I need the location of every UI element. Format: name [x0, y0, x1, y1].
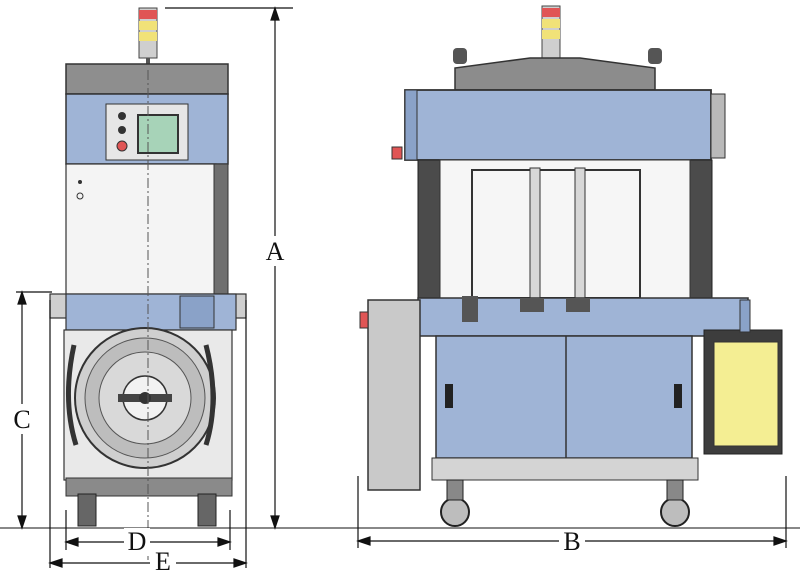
touchscreen-display [137, 114, 179, 154]
control-panel [105, 103, 189, 161]
dimension-label-e: E [155, 547, 171, 573]
signal-tower-icon [138, 7, 158, 66]
dimension-label-a: A [266, 237, 285, 266]
signal-tower-icon [541, 5, 561, 59]
strap-coil [74, 327, 216, 469]
upper-housing [404, 89, 712, 161]
coil-dispenser [703, 299, 783, 455]
caster-wheel-icon [440, 479, 690, 527]
dimension-label-b: B [563, 527, 580, 556]
lower-cabinet [435, 335, 693, 459]
dimension-lines [0, 6, 800, 568]
dimension-label-d: D [128, 527, 147, 556]
caster-wheel-icon [77, 493, 217, 527]
side-view [359, 5, 783, 527]
dimension-label-c: C [13, 405, 30, 434]
front-view [49, 7, 247, 560]
